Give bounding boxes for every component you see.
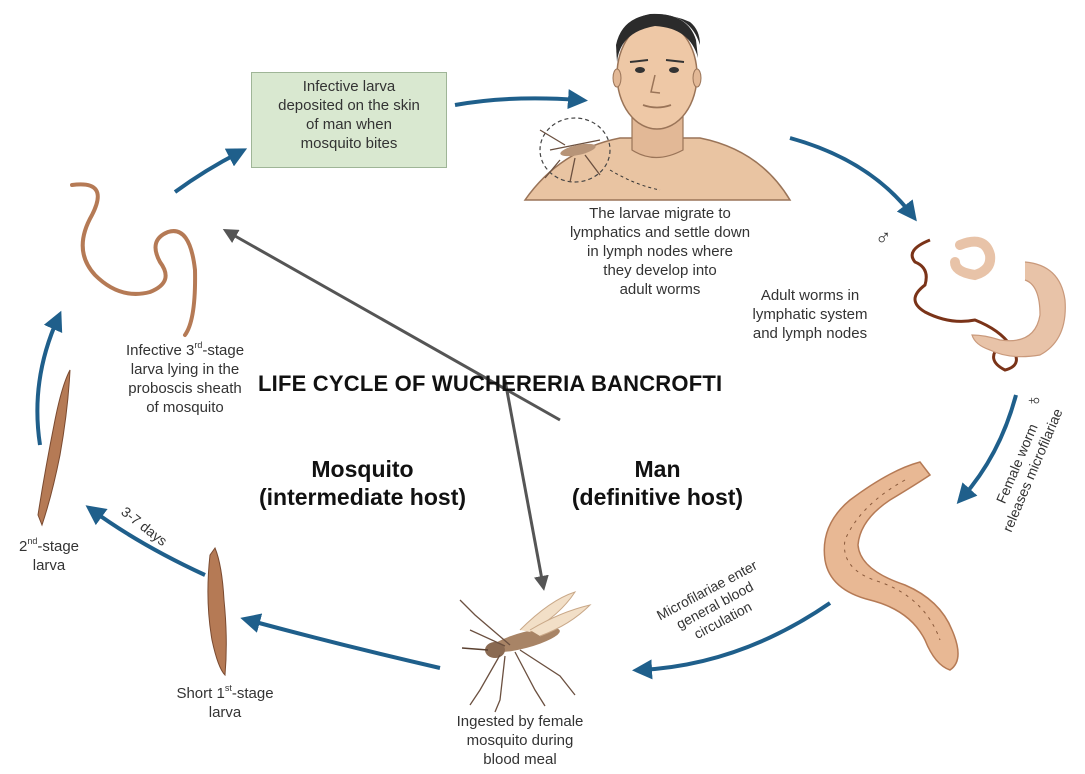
migrate-line-2: lymphatics and settle down (535, 223, 785, 242)
female-worm-illustration (824, 462, 958, 670)
first-stage-larva-illustration (208, 548, 226, 675)
migrate-line-3: in lymph nodes where (535, 242, 785, 261)
first-pre: Short 1 (176, 685, 224, 702)
mosquito-host-line-2: (intermediate host) (220, 483, 505, 511)
ingested-line-3: blood meal (435, 750, 605, 769)
mosquito-illustration (460, 592, 590, 712)
adult-worms-illustration (912, 240, 1065, 370)
mosquito-host-label: Mosquito (intermediate host) (220, 455, 505, 511)
third-stage-line-4: of mosquito (105, 398, 265, 417)
second-stage-line-1: 2nd-stage (4, 537, 94, 556)
adult-worms-label: Adult worms in lymphatic system and lymp… (730, 286, 890, 343)
first-post: -stage (232, 685, 274, 702)
first-stage-label: Short 1st-stage larva (150, 684, 300, 722)
diagram-title: LIFE CYCLE OF WUCHERERIA BANCROFTI (258, 371, 722, 397)
adult-line-2: lymphatic system (730, 305, 890, 324)
man-host-label: Man (definitive host) (535, 455, 780, 511)
ingested-label: Ingested by female mosquito during blood… (435, 712, 605, 769)
infective-larva-text: Infective larva deposited on the skin of… (252, 73, 446, 153)
second-sup: nd (27, 536, 37, 546)
second-stage-label: 2nd-stage larva (4, 537, 94, 575)
ingested-line-1: Ingested by female (435, 712, 605, 731)
third-post: -stage (202, 342, 244, 359)
third-stage-label: Infective 3rd-stage larva lying in the p… (105, 341, 265, 417)
inner-arrows (228, 232, 560, 585)
infective-line-4: mosquito bites (252, 134, 446, 153)
first-stage-line-1: Short 1st-stage (150, 684, 300, 703)
second-stage-larva-illustration (38, 370, 70, 525)
third-sup: rd (194, 340, 202, 350)
ingested-line-2: mosquito during (435, 731, 605, 750)
arrow-to-man (455, 98, 580, 105)
infective-line-3: of man when (252, 115, 446, 134)
arrow-to-adult-worms (790, 138, 912, 215)
larvae-migrate-label: The larvae migrate to lymphatics and set… (535, 204, 785, 299)
third-stage-line-3: proboscis sheath (105, 379, 265, 398)
man-host-line-2: (definitive host) (535, 483, 780, 511)
second-post: -stage (37, 538, 79, 555)
arrow-to-infective-box (175, 152, 240, 192)
third-stage-line-1: Infective 3rd-stage (105, 341, 265, 360)
infective-line-1: Infective larva (252, 77, 446, 96)
man-host-line-1: Man (535, 455, 780, 483)
migrate-line-4: they develop into (535, 261, 785, 280)
arrow-to-first-stage (248, 620, 440, 668)
second-stage-line-2: larva (4, 556, 94, 575)
third-stage-line-2: larva lying in the (105, 360, 265, 379)
third-stage-larva-illustration (72, 184, 195, 335)
adult-line-3: and lymph nodes (730, 324, 890, 343)
infective-larva-box: Infective larva deposited on the skin of… (251, 72, 447, 168)
first-sup: st (225, 683, 232, 693)
third-pre: Infective 3 (126, 342, 194, 359)
adult-line-1: Adult worms in (730, 286, 890, 305)
infective-line-2: deposited on the skin (252, 96, 446, 115)
mosquito-host-line-1: Mosquito (220, 455, 505, 483)
male-symbol: ♂ (875, 228, 892, 247)
man-illustration (525, 14, 790, 200)
migrate-line-1: The larvae migrate to (535, 204, 785, 223)
first-stage-line-2: larva (150, 703, 300, 722)
